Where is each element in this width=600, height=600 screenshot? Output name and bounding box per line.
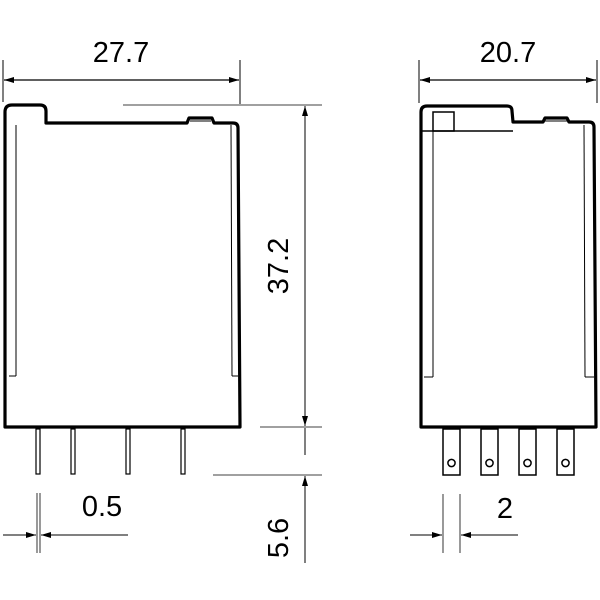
relay-side-outline xyxy=(419,104,598,429)
side-width-label: 20.7 xyxy=(480,37,536,69)
front-width-label: 27.7 xyxy=(93,37,149,69)
side-width-dimension: 20.7 xyxy=(418,37,598,103)
relay-body-outline xyxy=(3,103,242,429)
pin-length-label: 5.6 xyxy=(263,518,295,558)
side-terminals xyxy=(442,428,575,476)
terminal-width-label: 2 xyxy=(497,493,513,525)
front-width-dimension: 27.7 xyxy=(2,37,241,104)
height-dimension: 37.2 xyxy=(123,104,322,428)
front-pins xyxy=(35,428,186,475)
terminal-width-dimension: 2 xyxy=(410,493,518,553)
pin-length-dimension: 5.6 xyxy=(213,428,322,563)
height-label: 37.2 xyxy=(263,238,295,294)
front-view: 27.7 0.5 37.2 xyxy=(2,37,322,563)
pin-thickness-label: 0.5 xyxy=(82,491,122,523)
pin-thickness-dimension: 0.5 xyxy=(3,491,128,553)
side-view: 20.7 2 xyxy=(410,37,598,553)
